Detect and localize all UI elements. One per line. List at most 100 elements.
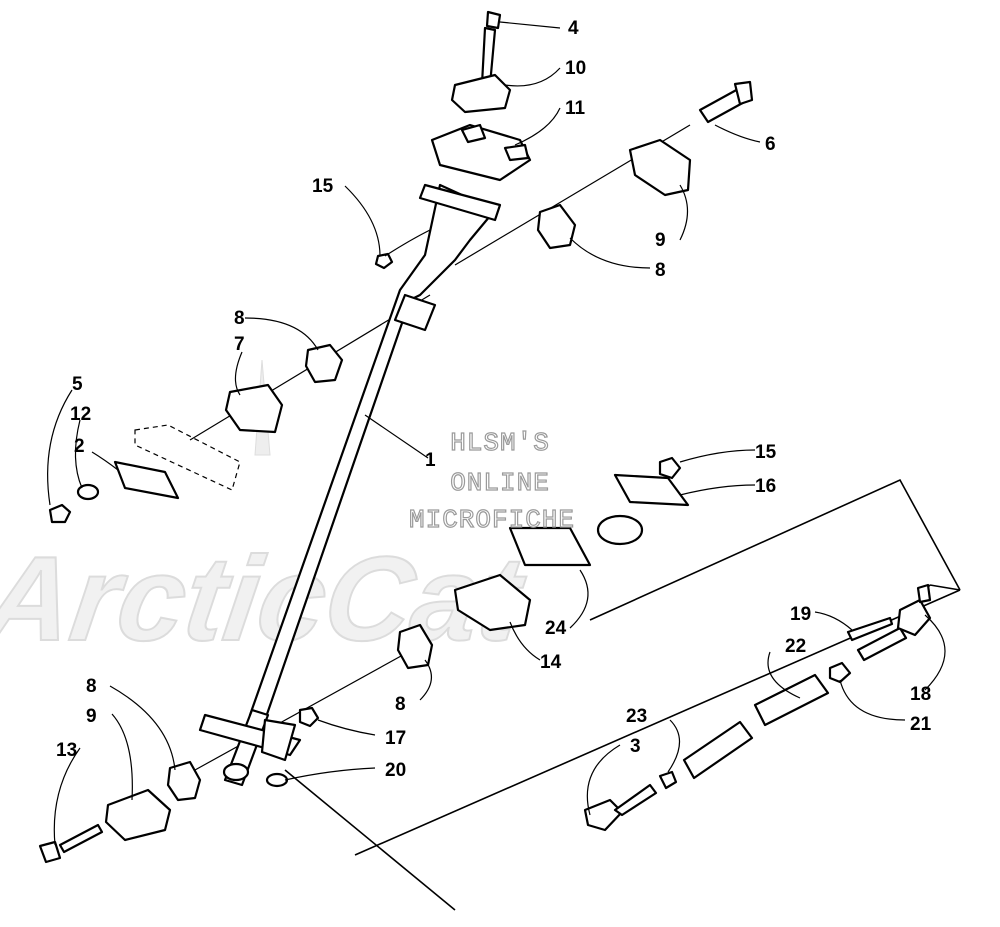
grease-fitting [916, 583, 932, 604]
callout-16: 16 [755, 476, 776, 497]
stud-18 [856, 626, 908, 662]
callout-6: 6 [765, 134, 776, 155]
shaft-end [222, 762, 250, 782]
leader-7 [234, 351, 243, 396]
nut-15-right [658, 456, 682, 480]
nut-17 [298, 706, 320, 728]
clamp-11 [430, 123, 532, 182]
callout-15-upper: 15 [312, 176, 334, 197]
ref-line-upper-right [589, 478, 961, 621]
leader-15a [344, 185, 381, 257]
clamp-9-upper [628, 138, 692, 197]
cotter-pin-19 [846, 616, 894, 642]
leader-12 [74, 419, 83, 489]
callout-24: 24 [545, 618, 567, 639]
tie-rod-end-18 [896, 598, 932, 637]
right-upper-clamp [536, 80, 754, 250]
callout-8-lower: 8 [86, 676, 97, 697]
callout-12: 12 [70, 404, 91, 425]
watermark-line-1: HLSM'S [450, 428, 550, 458]
leader-3 [586, 744, 621, 816]
jam-nut-23 [658, 770, 678, 790]
callout-14: 14 [540, 652, 562, 673]
tie-rod-end-3 [583, 798, 624, 832]
callout-3: 3 [630, 736, 641, 757]
pitman-arm [260, 718, 297, 762]
callout-9-lower: 9 [86, 706, 97, 727]
leader-21 [839, 679, 906, 721]
ref-line-lower-left [284, 769, 456, 911]
callouts: 4 10 11 6 15 9 8 8 7 5 12 2 1 15 16 24 1… [56, 18, 932, 781]
watermark-text: HLSM'S ONLINE MICROFICHE [408, 427, 575, 535]
bushing-8-lower [166, 760, 202, 802]
washer-12 [76, 483, 100, 501]
upper-clamp-assembly [374, 10, 532, 270]
plate-dashed [134, 424, 241, 491]
bolt-13-shank [58, 823, 104, 854]
bolt-13-head [38, 840, 62, 864]
nut-15-upper [374, 252, 394, 270]
callout-21: 21 [910, 714, 932, 735]
callout-7: 7 [234, 334, 245, 355]
mount-line-lower [194, 639, 431, 771]
clamp-10 [450, 73, 512, 114]
bolt-6-head [733, 80, 754, 106]
leader-lines [47, 21, 946, 846]
callout-9-upper: 9 [655, 230, 666, 251]
tie-rod-tube-22 [753, 673, 830, 727]
tie-rod-assembly [583, 583, 932, 832]
steering-shaft [198, 183, 502, 787]
leader-17 [317, 719, 376, 736]
callout-1: 1 [425, 450, 436, 471]
jam-nut-21 [828, 661, 852, 684]
callout-20: 20 [385, 760, 406, 781]
shaft-top-plate [418, 183, 502, 222]
clamp-9-lower [104, 788, 172, 842]
callout-13: 13 [56, 740, 77, 761]
plate-16 [613, 473, 690, 507]
bolt-4-head [485, 10, 502, 30]
stud-3 [613, 783, 658, 817]
leader-20 [284, 767, 376, 781]
watermark-logo: ArcticCat [0, 359, 535, 667]
callout-11: 11 [565, 98, 586, 119]
callout-2: 2 [74, 436, 85, 457]
plate-oval [596, 514, 644, 546]
leader-11 [514, 107, 561, 146]
leader-8b [244, 317, 319, 351]
callout-8-upper: 8 [655, 260, 666, 281]
ref-line-tip [929, 584, 961, 591]
lower-left-clamp [38, 706, 320, 864]
callout-8-left: 8 [234, 308, 245, 329]
left-mount-assembly [48, 343, 344, 524]
callout-5: 5 [72, 374, 83, 395]
leader-18 [924, 614, 946, 691]
tube-lower [682, 720, 754, 780]
clamp-7 [224, 383, 284, 434]
callout-17: 17 [385, 728, 406, 749]
clamp-14 [453, 573, 532, 632]
leader-23 [667, 719, 681, 773]
leader-10 [504, 67, 561, 87]
nut-5 [48, 503, 72, 524]
leader-22 [767, 651, 801, 699]
watermark-line-3: MICROFICHE [409, 505, 575, 535]
bushing-8-left [304, 343, 344, 384]
leader-8c [419, 659, 432, 701]
callout-15-right: 15 [755, 442, 777, 463]
callout-8-middle: 8 [395, 694, 406, 715]
shaft-collar [393, 293, 437, 332]
leader-16 [679, 484, 756, 496]
right-middle-mount [396, 456, 690, 670]
leader-15b [679, 449, 756, 463]
washer-20 [265, 772, 289, 788]
leader-24 [569, 569, 589, 629]
watermark-line-2: ONLINE [450, 468, 550, 498]
leader-13 [53, 747, 81, 846]
leader-4 [499, 21, 561, 29]
callout-19: 19 [790, 604, 811, 625]
leader-14 [509, 621, 541, 661]
leader-9a [679, 184, 689, 241]
leader-2 [91, 451, 119, 471]
